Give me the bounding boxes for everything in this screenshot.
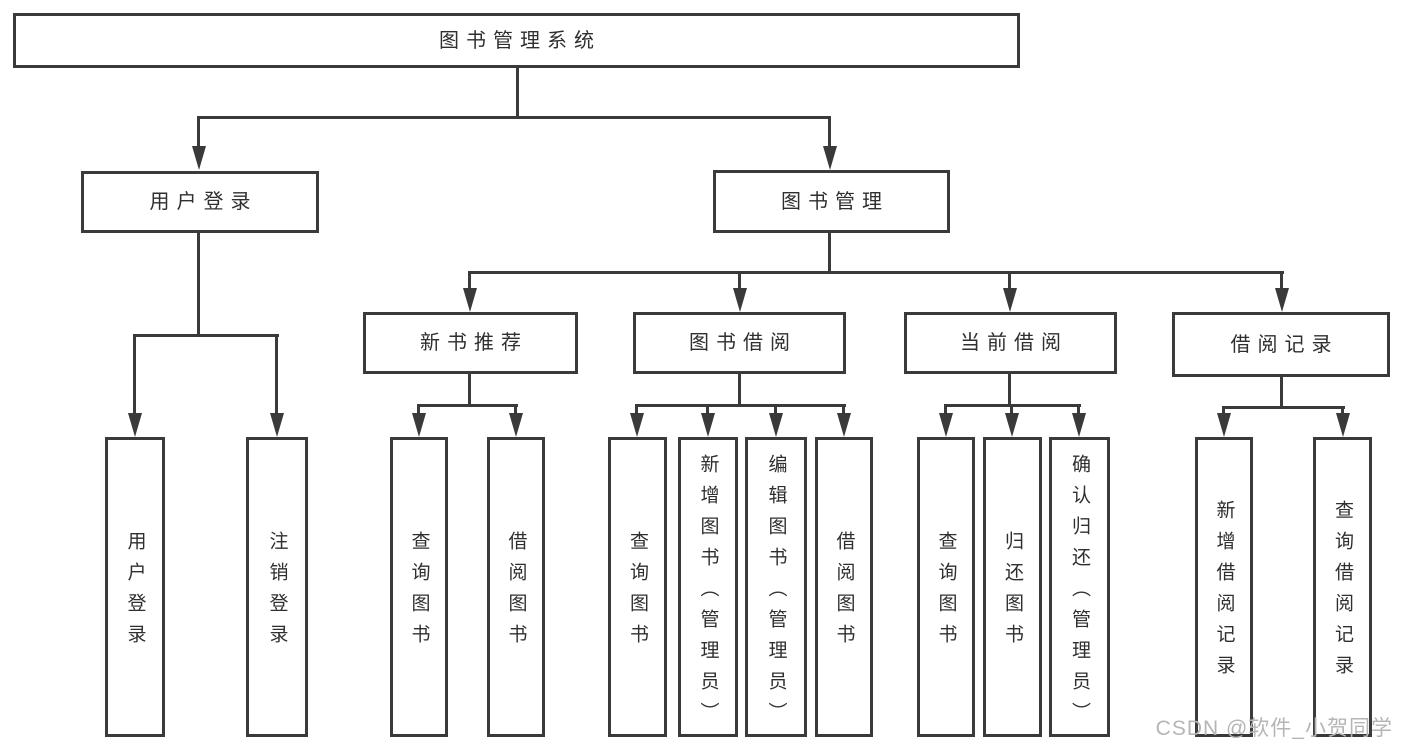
node-current-borrowing: 当前借阅 [904,312,1117,374]
arrowhead-icon [823,146,837,170]
connector-line [1222,406,1345,409]
arrowhead-icon [1275,288,1289,312]
arrowhead-icon [733,288,747,312]
connector-line [516,68,519,118]
leaf-borrowing-borrow-books: 借阅图书 [815,437,873,737]
arrowhead-icon [769,413,783,437]
connector-line [706,406,709,415]
leaf-current-query-books: 查询图书 [917,437,975,737]
csdn-watermark: CSDN @软件_小贺同学 [1155,717,1393,740]
leaf-records-query-record-label: 查询借阅记录 [1332,500,1353,686]
leaf-recommend-borrow-books: 借阅图书 [487,437,545,737]
arrowhead-icon [1003,288,1017,312]
leaf-current-return-books: 归还图书 [983,437,1042,737]
connector-line [468,271,1284,274]
connector-line [738,273,741,290]
connector-line [197,232,200,337]
arrowhead-icon [1336,413,1350,437]
connector-line [197,116,831,119]
node-book-borrowing-label: 图书借阅 [689,332,797,354]
connector-line [1280,376,1283,409]
leaf-borrowing-add-books-admin-label: 新增图书（管理员） [697,453,719,733]
leaf-borrowing-add-books-admin: 新增图书（管理员） [678,437,738,737]
connector-line [842,406,845,415]
leaf-borrowing-edit-books-admin-label: 编辑图书（管理员） [765,453,787,733]
arrowhead-icon [412,413,426,437]
arrowhead-icon [463,288,477,312]
connector-line [774,406,777,415]
connector-line [1341,408,1344,415]
leaf-recommend-query-books-label: 查询图书 [408,531,430,655]
arrowhead-icon [701,413,715,437]
connector-line [1008,373,1011,407]
connector-line [468,273,471,290]
leaf-recommend-borrow-books-label: 借阅图书 [505,531,527,655]
node-borrowing-records: 借阅记录 [1172,312,1390,377]
arrowhead-icon [192,146,206,170]
node-library-system-label: 图书管理系统 [439,29,601,52]
node-user-login: 用户登录 [81,171,319,233]
connector-line [417,406,420,415]
connector-line [133,335,136,415]
leaf-user-login: 用户登录 [105,437,165,737]
connector-line [468,373,471,407]
leaf-logout: 注销登录 [246,437,308,737]
arrowhead-icon [630,413,644,437]
leaf-borrowing-edit-books-admin: 编辑图书（管理员） [745,437,807,737]
connector-line [828,117,831,149]
leaf-recommend-query-books: 查询图书 [390,437,448,737]
leaf-current-confirm-return-admin: 确认归还（管理员） [1049,437,1110,737]
node-library-system: 图书管理系统 [13,13,1020,68]
arrowhead-icon [939,413,953,437]
connector-line [635,404,846,407]
connector-line [738,373,741,407]
node-new-book-recommendation-label: 新书推荐 [420,332,528,354]
node-book-borrowing: 图书借阅 [633,312,846,374]
connector-line [197,117,200,149]
connector-line [1008,273,1011,290]
node-borrowing-records-label: 借阅记录 [1230,333,1339,356]
connector-line [514,406,517,415]
arrowhead-icon [1005,413,1019,437]
leaf-current-return-books-label: 归还图书 [1002,531,1023,655]
node-book-management: 图书管理 [713,170,950,233]
leaf-borrowing-borrow-books-label: 借阅图书 [833,531,855,655]
leaf-current-confirm-return-admin-label: 确认归还（管理员） [1069,453,1090,733]
connector-line [1077,406,1080,415]
connector-line [1222,408,1225,415]
node-user-login-label: 用户登录 [149,191,258,213]
leaf-logout-label: 注销登录 [266,531,288,655]
arrowhead-icon [1072,413,1086,437]
connector-line [944,404,1081,407]
connector-line [1010,406,1013,415]
arrowhead-icon [270,413,284,437]
arrowhead-icon [1217,413,1231,437]
leaf-records-add-record: 新增借阅记录 [1195,437,1253,737]
arrowhead-icon [837,413,851,437]
leaf-borrowing-query-books-label: 查询图书 [627,531,648,655]
leaf-records-add-record-label: 新增借阅记录 [1213,500,1235,686]
node-book-management-label: 图书管理 [781,190,889,213]
connector-line [133,334,279,337]
node-new-book-recommendation: 新书推荐 [363,312,578,374]
leaf-current-query-books-label: 查询图书 [935,531,957,655]
arrowhead-icon [128,413,142,437]
leaf-records-query-record: 查询借阅记录 [1313,437,1372,737]
leaf-borrowing-query-books: 查询图书 [608,437,667,737]
connector-line [275,335,278,415]
connector-line [635,406,638,415]
connector-line [1280,273,1283,290]
arrowhead-icon [509,413,523,437]
connector-line [417,404,518,407]
connector-line [828,232,831,274]
leaf-user-login-label: 用户登录 [124,531,146,655]
node-current-borrowing-label: 当前借阅 [960,332,1068,354]
connector-line [944,406,947,415]
